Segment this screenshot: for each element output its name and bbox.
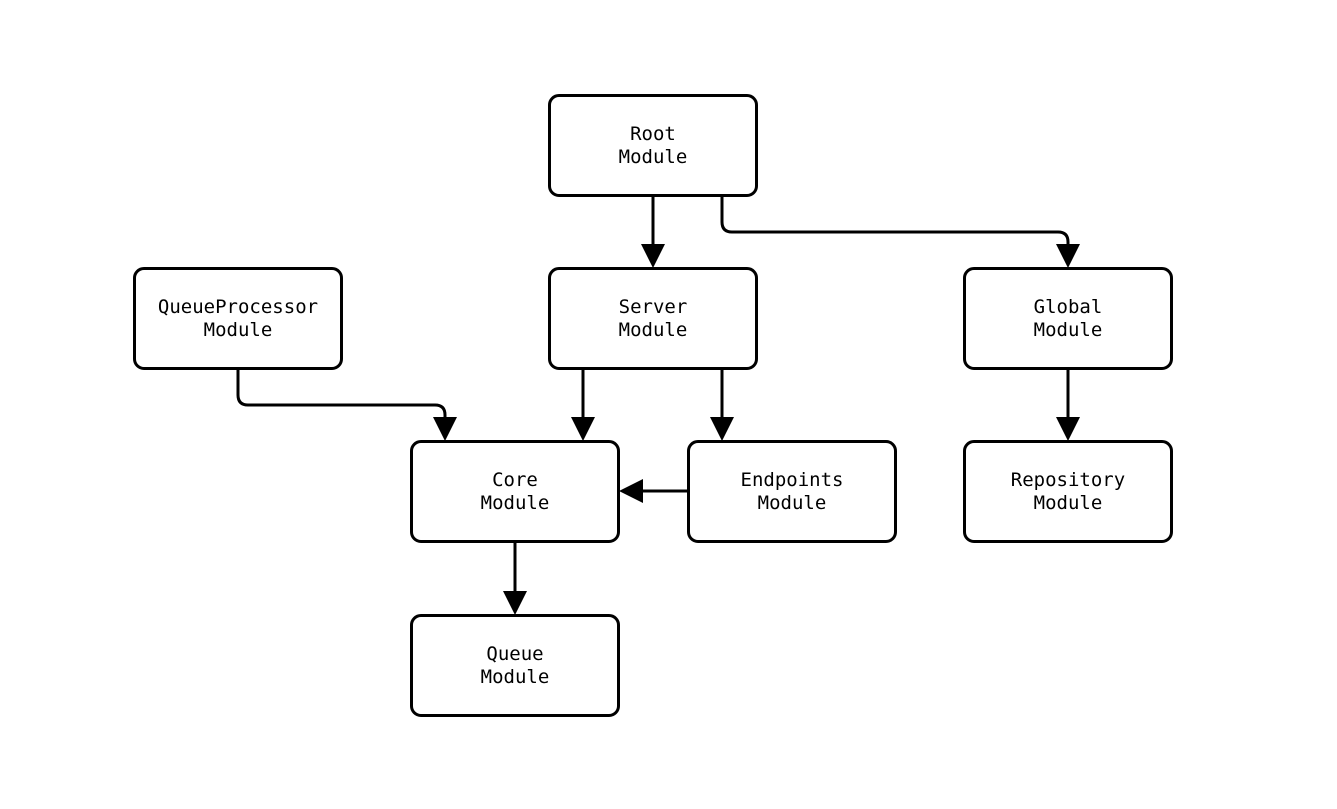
node-global[interactable]: Global Module xyxy=(963,267,1173,370)
node-server-label-line2: Module xyxy=(618,318,688,341)
edge-server-to-core xyxy=(571,370,595,441)
node-queue-label-line2: Module xyxy=(480,665,550,688)
edge-endpoints-to-core xyxy=(619,479,687,503)
node-root[interactable]: Root Module xyxy=(548,94,758,197)
node-global-label-line2: Module xyxy=(1033,318,1103,341)
node-server[interactable]: Server Module xyxy=(548,267,758,370)
node-endpoints[interactable]: Endpoints Module xyxy=(687,440,897,543)
node-global-label-line1: Global xyxy=(1033,295,1103,318)
node-endpoints-label-line1: Endpoints xyxy=(740,468,844,491)
node-core-label-line2: Module xyxy=(480,491,550,514)
edge-core-to-queue xyxy=(503,543,527,615)
node-queueprocessor-label-line1: QueueProcessor xyxy=(157,295,319,318)
edge-server-to-endpoints xyxy=(710,370,734,441)
edge-root-to-global xyxy=(720,197,1080,268)
node-queueprocessor-label-line2: Module xyxy=(203,318,273,341)
node-root-label-line1: Root xyxy=(630,122,676,145)
node-endpoints-label-line2: Module xyxy=(757,491,827,514)
node-queue-label-line1: Queue xyxy=(486,642,544,665)
node-server-label-line1: Server xyxy=(618,295,688,318)
node-root-label-line2: Module xyxy=(618,145,688,168)
edge-global-to-repository xyxy=(1056,370,1080,441)
node-repository[interactable]: Repository Module xyxy=(963,440,1173,543)
node-core-label-line1: Core xyxy=(492,468,538,491)
node-repository-label-line2: Module xyxy=(1033,491,1103,514)
node-queueprocessor[interactable]: QueueProcessor Module xyxy=(133,267,343,370)
edge-queueprocessor-to-core xyxy=(236,370,457,441)
edge-root-to-server xyxy=(641,197,665,268)
node-queue[interactable]: Queue Module xyxy=(410,614,620,717)
node-repository-label-line1: Repository xyxy=(1010,468,1126,491)
node-core[interactable]: Core Module xyxy=(410,440,620,543)
